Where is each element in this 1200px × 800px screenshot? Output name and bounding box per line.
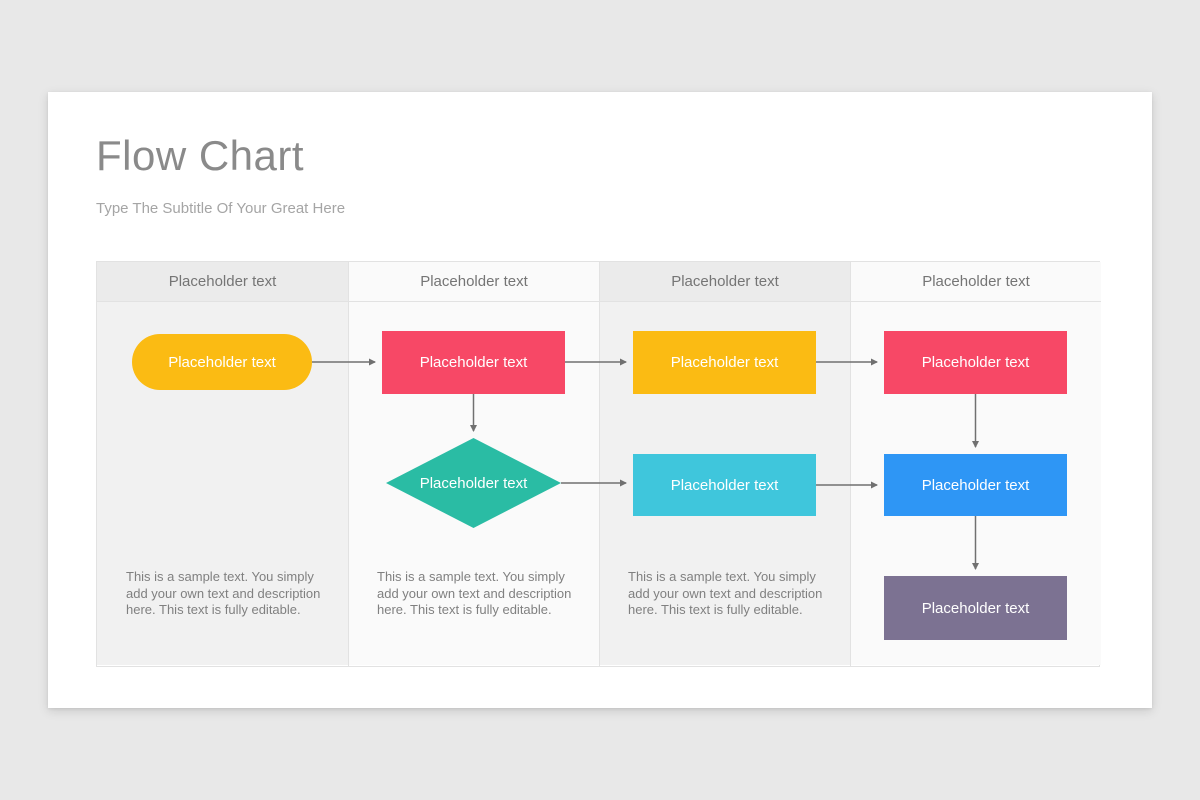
flow-node-start[interactable]: Placeholder text	[132, 334, 312, 390]
column-description-2[interactable]: This is a sample text. You simply add yo…	[377, 569, 572, 617]
column-header-1[interactable]: Placeholder text	[97, 262, 348, 302]
flow-node-label: Placeholder text	[670, 354, 779, 371]
flow-node-label: Placeholder text	[921, 599, 1030, 617]
flow-node-end[interactable]: Placeholder text	[884, 576, 1067, 640]
flow-node-process-3[interactable]: Placeholder text	[884, 331, 1067, 394]
flow-node-process-4[interactable]: Placeholder text	[633, 454, 816, 516]
flowchart-board: Placeholder text Placeholder text Placeh…	[96, 261, 1101, 667]
slide-canvas: Flow Chart Type The Subtitle Of Your Gre…	[48, 92, 1152, 708]
flow-node-label: Placeholder text	[670, 476, 779, 494]
flow-node-process-2[interactable]: Placeholder text	[633, 331, 816, 394]
column-header-4[interactable]: Placeholder text	[851, 262, 1101, 302]
flow-node-process-1[interactable]: Placeholder text	[382, 331, 565, 394]
flow-node-label: Placeholder text	[419, 354, 528, 371]
slide-title[interactable]: Flow Chart	[96, 132, 305, 179]
flow-node-process-5[interactable]: Placeholder text	[884, 454, 1067, 516]
column-header-3[interactable]: Placeholder text	[600, 262, 850, 302]
flow-node-label: Placeholder text	[921, 354, 1030, 371]
flow-node-label: Placeholder text	[168, 353, 276, 371]
flow-node-label: Placeholder text	[921, 476, 1030, 494]
slide-subtitle[interactable]: Type The Subtitle Of Your Great Here	[96, 200, 346, 217]
column-description-3[interactable]: This is a sample text. You simply add yo…	[628, 569, 823, 617]
column-header-2[interactable]: Placeholder text	[349, 262, 599, 302]
flow-node-label: Placeholder text	[419, 474, 528, 492]
column-description-1[interactable]: This is a sample text. You simply add yo…	[126, 569, 321, 617]
